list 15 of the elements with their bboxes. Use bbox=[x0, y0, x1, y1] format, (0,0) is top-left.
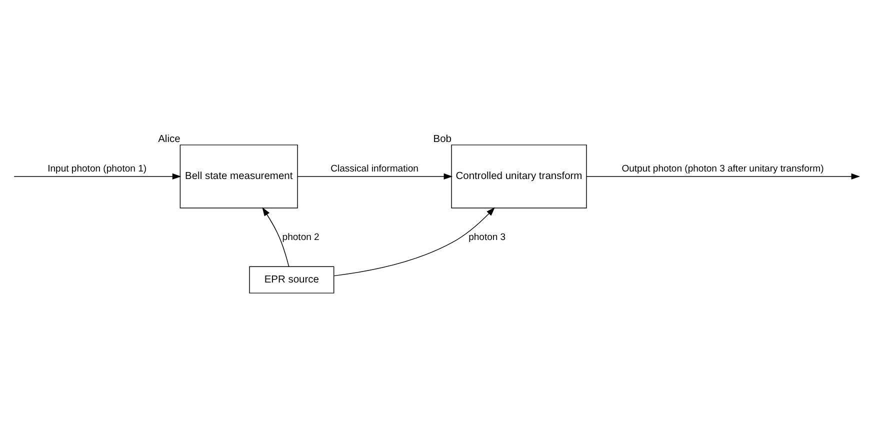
node-box: Bell state measurement bbox=[180, 144, 298, 208]
edge-label: photon 3 bbox=[468, 231, 506, 242]
edge-label: photon 2 bbox=[282, 231, 320, 242]
arrow bbox=[334, 206, 495, 276]
arrow bbox=[14, 172, 182, 180]
arrow bbox=[262, 206, 290, 266]
edge-label: Output photon (photon 3 after unitary transform) bbox=[622, 163, 824, 174]
edge-label: Classical information bbox=[330, 163, 418, 174]
edge-label: Input photon (photon 1) bbox=[48, 163, 147, 174]
arrow bbox=[297, 172, 453, 180]
node-label: Bob bbox=[433, 134, 452, 145]
node-box: Controlled unitary transform bbox=[451, 144, 587, 208]
node-label: Alice bbox=[158, 134, 180, 145]
arrow bbox=[586, 172, 860, 180]
node-box: EPR source bbox=[249, 266, 334, 293]
